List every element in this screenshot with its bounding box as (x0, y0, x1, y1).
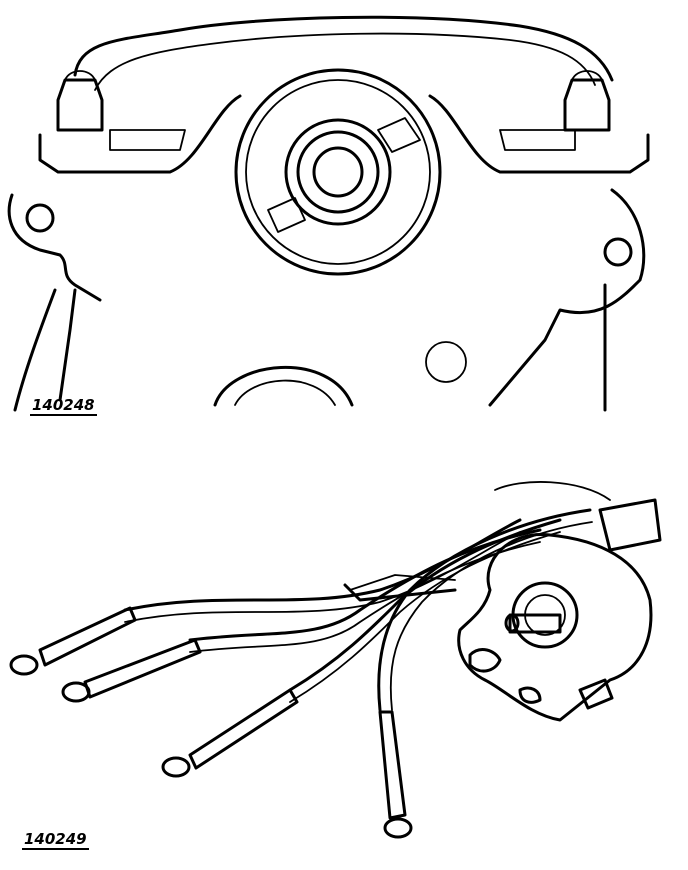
lead-connectors (9, 606, 413, 839)
distributor-body (457, 481, 662, 722)
cover-outline (7, 15, 650, 412)
pulley-hub (234, 68, 442, 276)
ignition-leads (123, 508, 593, 712)
figure-number-140249: 140249 (22, 830, 89, 850)
figure-number-140248: 140248 (30, 396, 97, 416)
